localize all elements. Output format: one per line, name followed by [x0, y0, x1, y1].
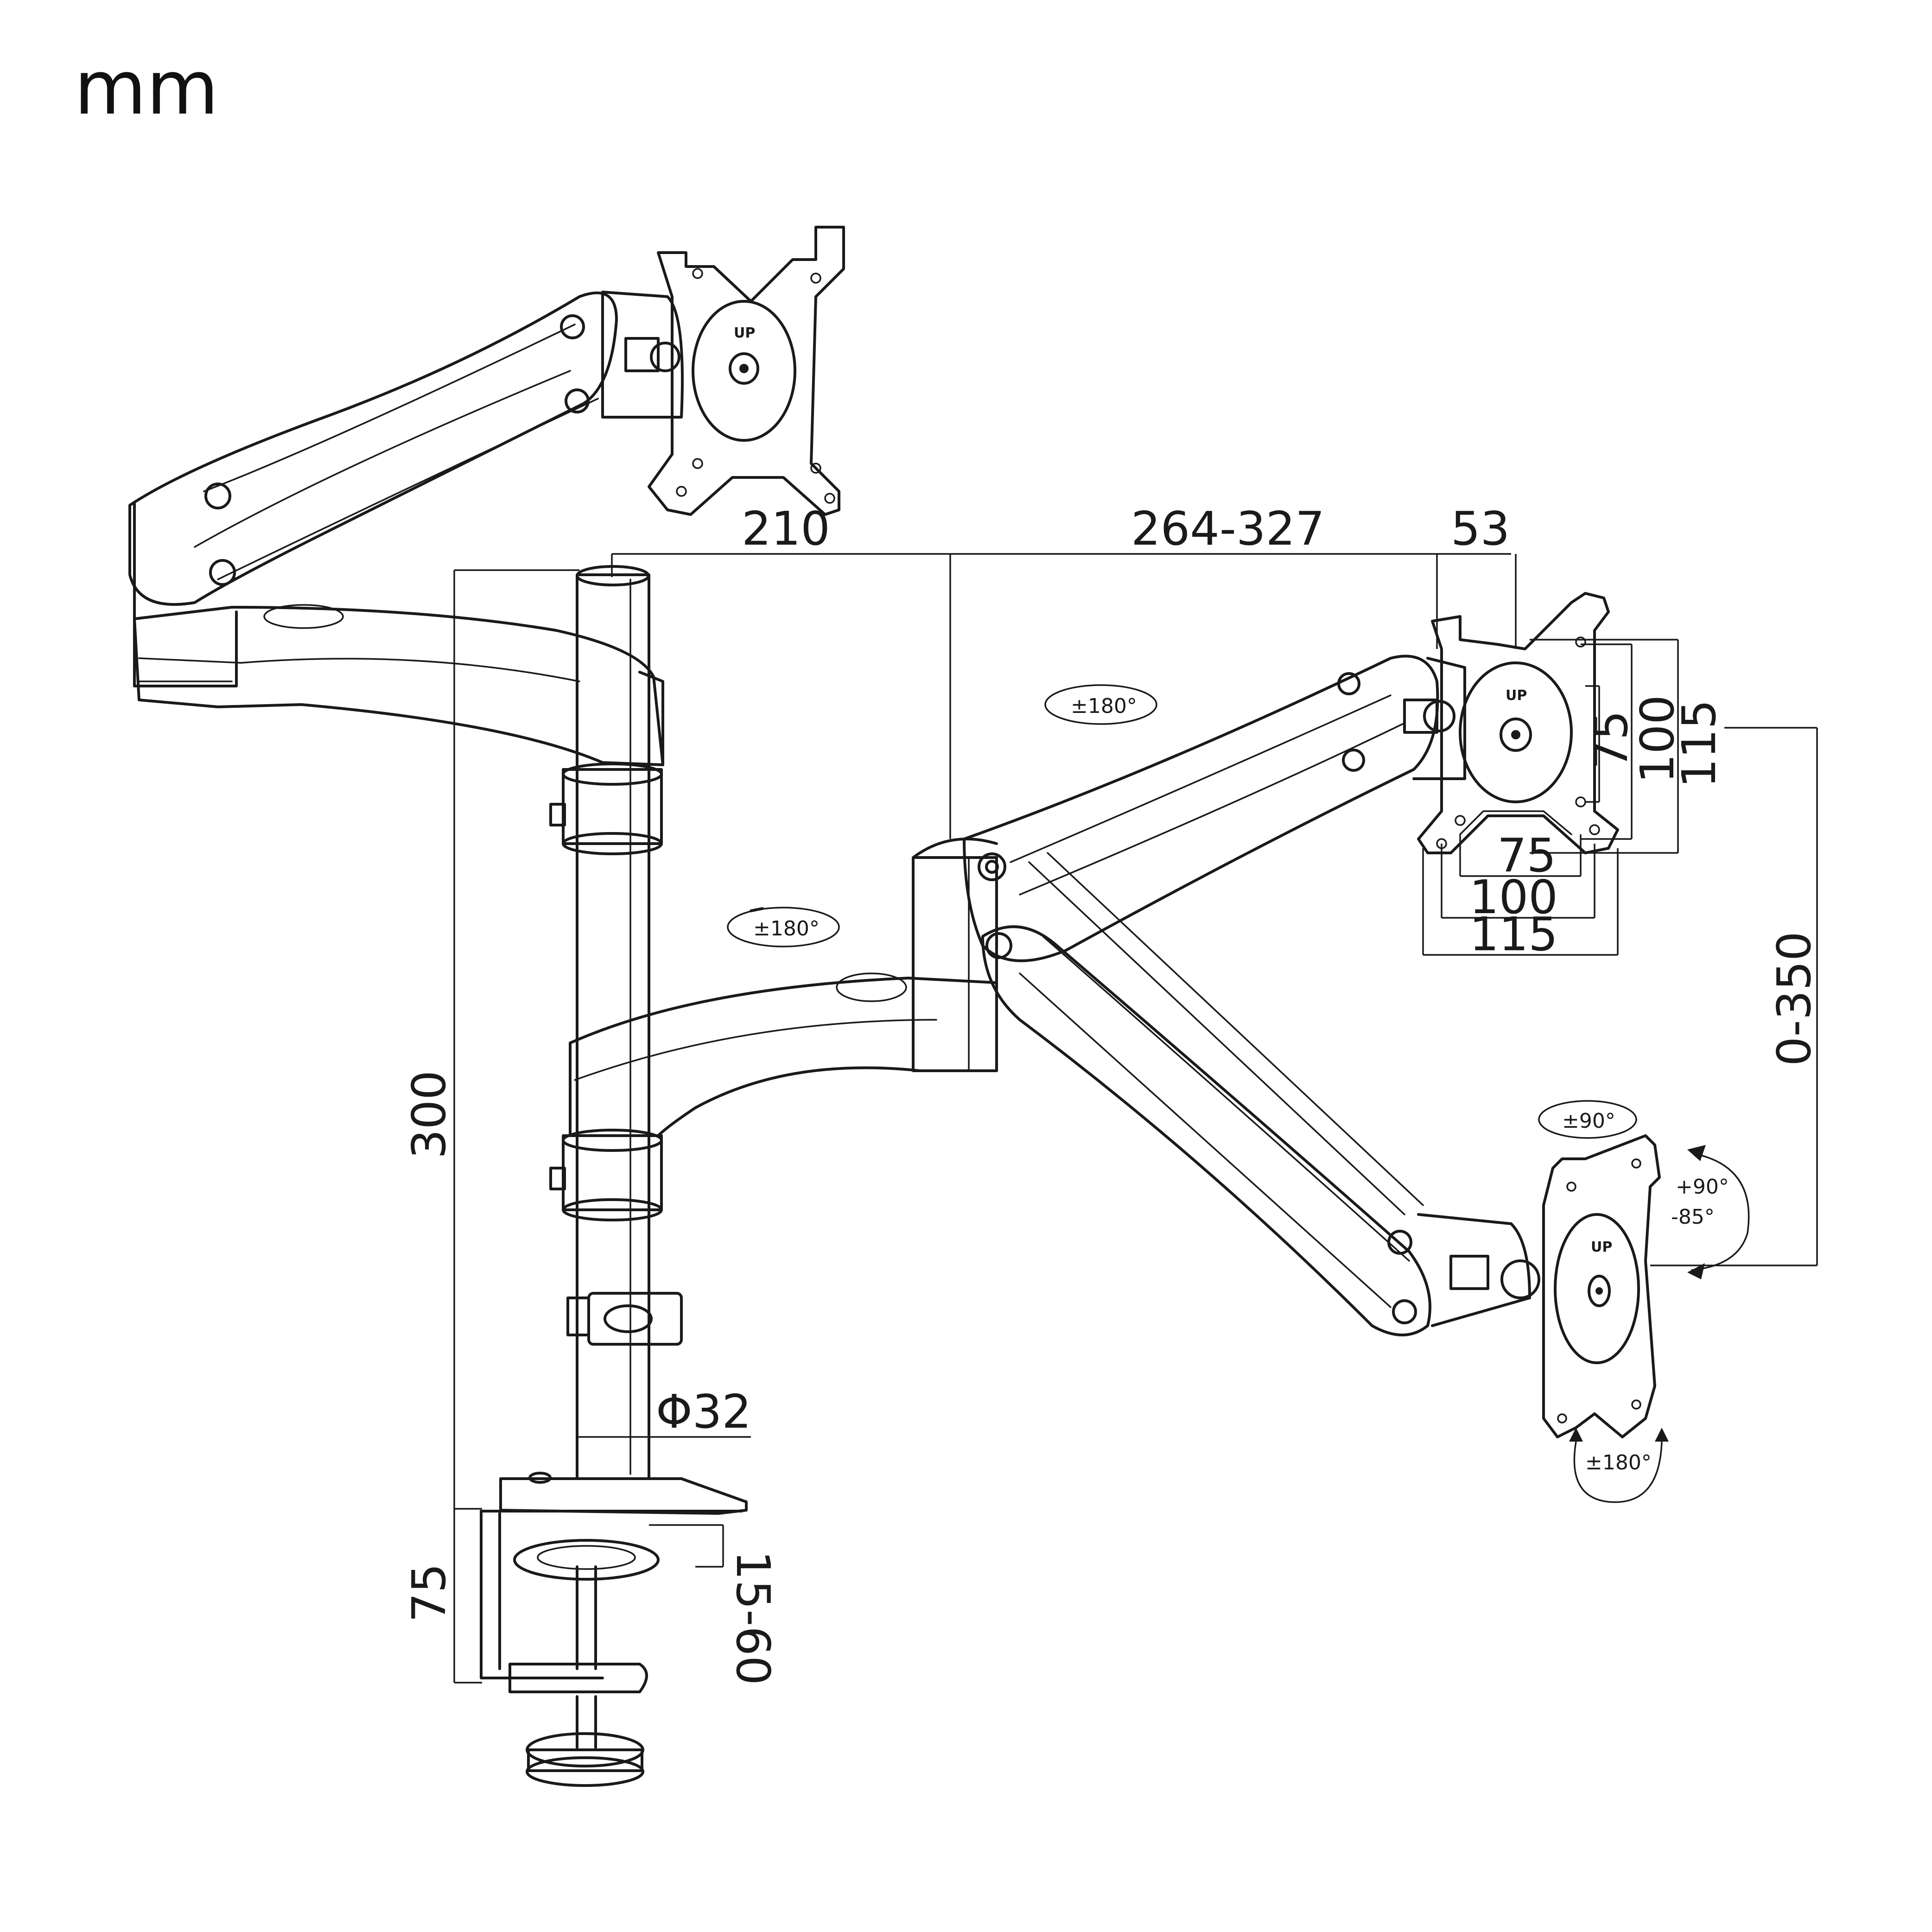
- dim-264-327: 264-327: [1131, 502, 1325, 556]
- rot-tilt-up: +90°: [1676, 1175, 1729, 1199]
- vesa-plate-top: UP: [648, 226, 845, 516]
- rotation-indicators: ±180° ±180° ±90° +90° -85° ±180°: [727, 684, 1750, 1503]
- lower-arm-base: [569, 838, 998, 1137]
- rot-tilt-down: -85°: [1671, 1205, 1715, 1229]
- dim-vesa-v-75: 75: [1584, 711, 1638, 769]
- dim-210: 210: [742, 502, 830, 556]
- dim-15-60: 15-60: [726, 1551, 780, 1685]
- vesa-plate-right: UP: [1417, 592, 1619, 854]
- rot-head-swivel: ±90°: [1562, 1109, 1615, 1133]
- dim-pole-diameter: Φ32: [656, 1385, 751, 1439]
- dim-vesa-v-100: 100: [1630, 695, 1684, 783]
- desk-clamp: [480, 1472, 748, 1787]
- rot-plate: ±180°: [1585, 1451, 1652, 1474]
- dim-53: 53: [1451, 502, 1510, 556]
- up-label-lower: UP: [1591, 1239, 1612, 1255]
- dim-vesa-h-100: 100: [1469, 870, 1558, 924]
- collar-upper: [549, 763, 663, 855]
- rot-upper-arm: ±180°: [1071, 694, 1137, 718]
- up-label-top: UP: [734, 325, 755, 341]
- unit-label: mm: [74, 44, 219, 131]
- dim-75-clamp: 75: [402, 1563, 456, 1622]
- dimension-lines: [453, 553, 1818, 1684]
- dim-vesa-v-115: 115: [1672, 699, 1726, 788]
- cable-clip: [566, 1292, 683, 1346]
- dim-vesa-h-115: 115: [1469, 907, 1558, 961]
- right-arm-lower-spring: [981, 852, 1540, 1336]
- dim-300: 300: [402, 1070, 456, 1159]
- collar-lower: [549, 1129, 663, 1221]
- vesa-plate-lower: UP: [1542, 1134, 1661, 1438]
- right-arm-upper-spring: [963, 655, 1466, 962]
- dim-vesa-h-75: 75: [1497, 828, 1556, 883]
- dimension-labels: 210 264-327 53 300 Φ32 75 15-60 75 100 1…: [402, 502, 1821, 1685]
- dim-0-350: 0-350: [1767, 931, 1821, 1066]
- up-label-right: UP: [1506, 687, 1527, 704]
- rot-lower-arm: ±180°: [753, 917, 820, 941]
- top-arm: [128, 291, 684, 766]
